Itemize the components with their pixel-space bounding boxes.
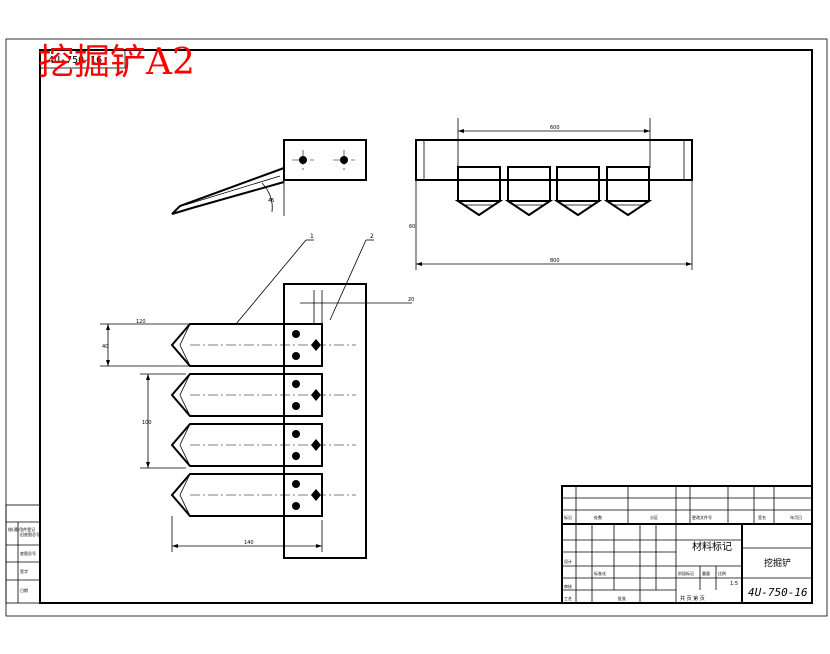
tb-sheet: 共 页 第 页 — [680, 595, 705, 602]
tb-role-0: 设计 — [564, 558, 572, 564]
tb-role-1: 审核 — [564, 583, 572, 589]
top-view: 600 800 60 — [409, 118, 693, 270]
tb-role-2: 工艺 — [564, 596, 572, 601]
left-strip-2: 底图总号 — [20, 550, 36, 556]
tb-row-0: 标记 — [564, 514, 572, 520]
dim-side-angle: 45 — [268, 198, 274, 204]
inner-frame — [39, 49, 813, 604]
tb-role-3: 批准 — [618, 595, 626, 601]
front-tooth-2 — [170, 373, 356, 417]
left-strip: 借(通)用件登记 旧底图总号 底图总号 签字 日期 — [5, 504, 41, 604]
front-view: 1 2 20 40 100 120 140 — [100, 233, 414, 559]
left-strip-4: 日期 — [20, 587, 28, 593]
tb-stage-1: 重量 — [702, 570, 710, 576]
top-tooth-4 — [603, 166, 653, 217]
tb-row-2: 分区 — [650, 514, 658, 520]
tb-role-4: 标准化 — [594, 570, 606, 576]
top-tooth-1 — [454, 166, 504, 217]
dim-front-tip: 120 — [136, 319, 146, 325]
tb-part-name: 挖掘铲 — [764, 557, 791, 569]
dim-front-pitch: 100 — [142, 420, 152, 426]
tb-row-4: 签名 — [758, 514, 766, 520]
tb-drawing-no: 4U-750-16 — [748, 586, 808, 599]
side-view: 45 — [171, 139, 367, 216]
front-tooth-4 — [170, 473, 356, 517]
dim-front-tooth-length: 140 — [244, 540, 254, 546]
dim-front-offset: 20 — [408, 297, 414, 303]
part-label-1: 1 — [310, 233, 314, 240]
part-label-2: 2 — [370, 233, 374, 240]
front-tooth-3 — [170, 423, 356, 467]
tb-row-5: 年月日 — [790, 514, 802, 520]
top-tooth-3 — [553, 166, 603, 217]
outer-frame — [5, 38, 828, 617]
tb-stage-0: 阶段标记 — [678, 570, 694, 576]
tb-row-1: 处数 — [594, 514, 602, 520]
tb-scale: 1:5 — [730, 581, 738, 587]
dim-top-height: 60 — [409, 224, 415, 230]
top-tooth-2 — [504, 166, 554, 217]
left-strip-1: 旧底图总号 — [20, 531, 40, 537]
front-tooth-1 — [170, 323, 356, 367]
dim-front-tooth-height: 40 — [102, 344, 108, 350]
left-strip-0: 借(通)用件登记 — [8, 526, 35, 532]
drawing-number-box — [39, 49, 126, 69]
left-strip-3: 签字 — [20, 568, 28, 574]
tb-material-mark: 材料标记 — [692, 540, 732, 553]
title-block: 材料标记 挖掘铲 4U-750-16 1:5 共 页 第 页 标记 处数 分区 … — [561, 485, 813, 604]
tb-stage-2: 比例 — [718, 570, 726, 576]
tb-row-3: 更改文件号 — [692, 514, 712, 520]
overlay-title: 挖掘铲A2 — [38, 42, 195, 83]
dim-top-total: 800 — [550, 258, 560, 264]
drawing-number-stamp: 4U-750-16 — [48, 55, 102, 66]
dim-top-spacing: 600 — [550, 125, 560, 131]
